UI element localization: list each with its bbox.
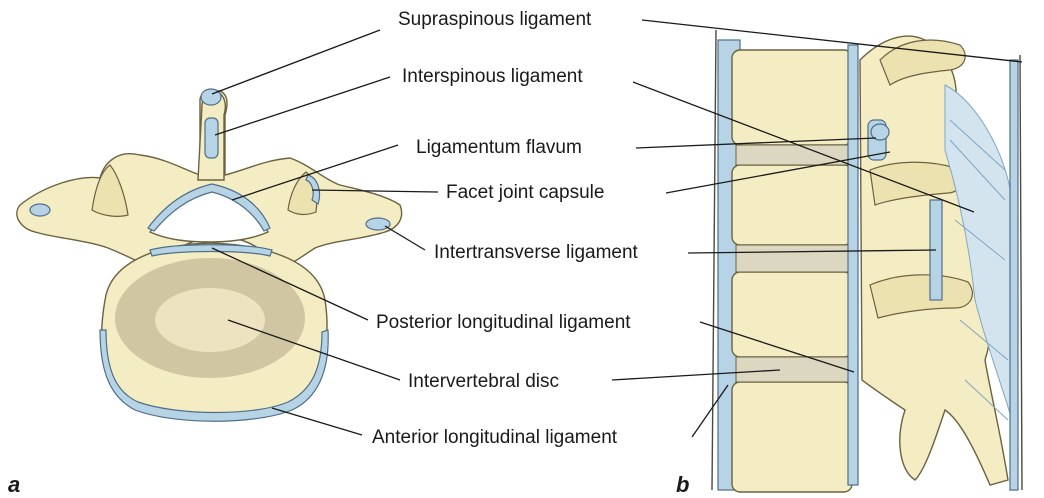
- disc-2: [736, 245, 848, 272]
- intertransverse-ligament-left: [30, 204, 50, 216]
- label-interspinous-ligament: Interspinous ligament: [402, 66, 583, 87]
- vertebral-body-bottom: [732, 382, 852, 492]
- interspinous-ligament: [205, 118, 218, 158]
- vertebral-body-lower: [732, 272, 852, 357]
- label-facet-joint-capsule: Facet joint capsule: [446, 182, 604, 203]
- panel-label-a: a: [8, 472, 20, 497]
- label-supraspinous-ligament: Supraspinous ligament: [398, 9, 592, 30]
- panel-label-b: b: [676, 472, 689, 497]
- supraspinous-ligament-b: [1010, 60, 1018, 490]
- leader-anterior-a: [272, 408, 362, 435]
- vertebral-body-upper: [732, 50, 852, 145]
- intervertebral-disc-b: [736, 357, 848, 382]
- posterior-longitudinal-ligament-b: [848, 45, 858, 485]
- label-intertransverse-ligament: Intertransverse ligament: [434, 242, 639, 263]
- intertransverse-ligament-a: [366, 218, 390, 230]
- label-anterior-longitudinal-ligament: Anterior longitudinal ligament: [372, 427, 618, 448]
- leader-supraspinous-a: [212, 30, 380, 94]
- label-ligamentum-flavum: Ligamentum flavum: [416, 137, 582, 158]
- vertebra-axial-view: [17, 89, 402, 421]
- canal-line-right: [1020, 55, 1022, 490]
- label-posterior-longitudinal-ligament: Posterior longitudinal ligament: [376, 312, 631, 333]
- leader-intertransverse-a: [385, 226, 425, 250]
- spine-lateral-view: [712, 30, 1022, 492]
- leader-interspinous-a: [215, 77, 390, 135]
- canal-line-left: [712, 30, 716, 490]
- label-intervertebral-disc: Intervertebral disc: [408, 371, 559, 392]
- intervertebral-disc-core: [155, 288, 265, 352]
- labels: Supraspinous ligament Interspinous ligam…: [8, 9, 689, 497]
- disc-1: [736, 145, 848, 165]
